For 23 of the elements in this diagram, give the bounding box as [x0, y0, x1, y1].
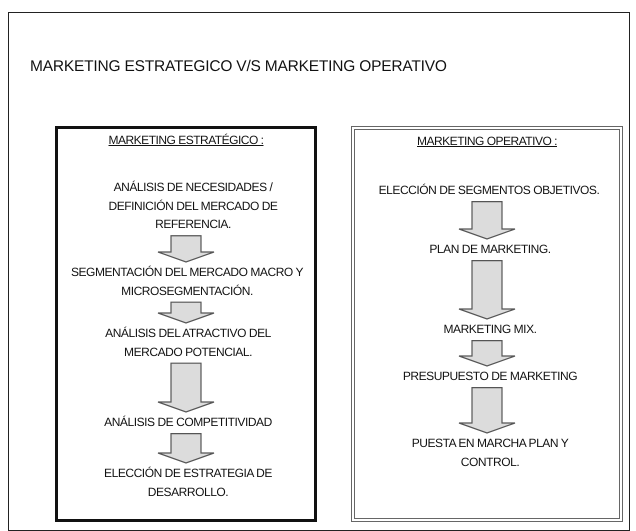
- panel-box: [351, 126, 623, 522]
- panel-heading: MARKETING ESTRATÉGICO :: [108, 133, 264, 147]
- block-arrow: [157, 235, 215, 263]
- block-arrow: [458, 387, 516, 434]
- block-arrow: [157, 362, 215, 413]
- block-arrow: [157, 302, 215, 324]
- block-arrow: [458, 340, 516, 367]
- step-text: PLAN DE MARKETING.: [385, 240, 595, 259]
- panel-heading: MARKETING OPERATIVO :: [417, 134, 557, 148]
- diagram-title: MARKETING ESTRATEGICO V/S MARKETING OPERATIVO: [30, 58, 447, 76]
- step-text: ANÁLISIS DEL ATRACTIVO DEL MERCADO POTENCIAL.: [98, 324, 278, 362]
- block-arrow: [157, 433, 215, 464]
- step-text: PRESUPUESTO DE MARKETING: [370, 367, 610, 386]
- step-text: SEGMENTACIÓN DEL MERCADO MACRO Y MICROSEGMENTACIÓN.: [62, 263, 312, 300]
- step-text: ELECCIÓN DE ESTRATEGIA DE DESARROLLO.: [88, 464, 288, 502]
- step-text: PUESTA EN MARCHA PLAN Y CONTROL.: [395, 434, 585, 472]
- step-text: ELECCIÓN DE SEGMENTOS OBJETIVOS.: [361, 181, 617, 200]
- step-text: ANÁLISIS DE COMPETITIVIDAD: [78, 413, 298, 432]
- step-text: ANÁLISIS DE NECESIDADES / DEFINICIÓN DEL MERCADO DE REFERENCIA.: [98, 178, 288, 234]
- step-text: MARKETING MIX.: [395, 320, 585, 339]
- block-arrow: [458, 201, 516, 240]
- block-arrow: [458, 260, 516, 320]
- panel-box: [55, 126, 317, 522]
